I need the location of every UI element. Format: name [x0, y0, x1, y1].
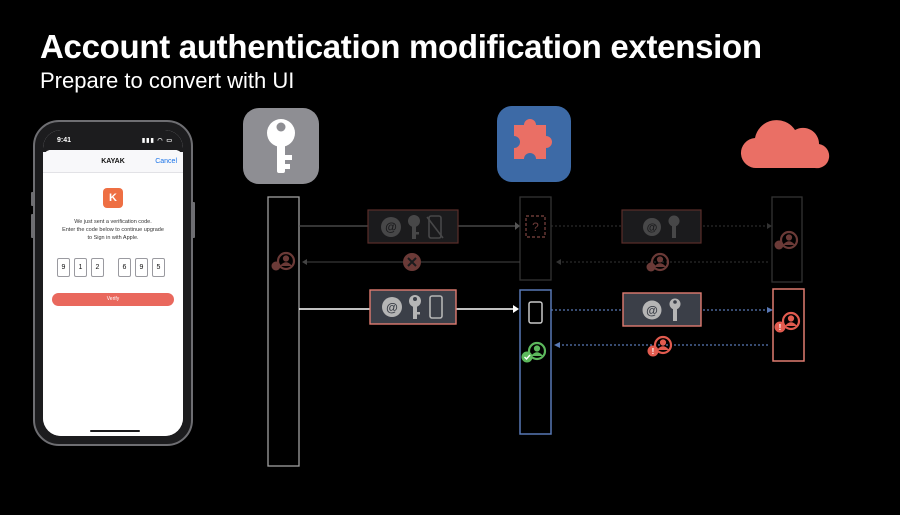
crossed-phone-icon: [426, 215, 444, 239]
code-digit-field[interactable]: 6: [118, 258, 131, 277]
lifeline-extension-bottom: [519, 289, 552, 435]
svg-text:@: @: [646, 304, 658, 318]
phone-side-button: [192, 202, 195, 238]
key-app-icon: [243, 108, 319, 184]
status-bar: 9:41 ▮▮▮ ◠ ▭: [43, 130, 183, 152]
svg-text:!: !: [652, 347, 655, 356]
extension-phone-icon: [528, 301, 543, 324]
verify-button[interactable]: Verify: [52, 293, 174, 306]
phone-screen: 9:41 ▮▮▮ ◠ ▭ KAYAK Cancel K We just sent…: [43, 130, 183, 436]
phone-icon: [429, 295, 443, 319]
svg-text:!: !: [779, 323, 782, 332]
message-line: We just sent a verification code.: [74, 219, 152, 225]
puzzle-piece-icon: [497, 106, 571, 182]
code-digit-field[interactable]: 1: [74, 258, 87, 277]
phone-side-button: [31, 214, 34, 238]
key-icon: [668, 215, 680, 238]
slide-subtitle: Prepare to convert with UI: [40, 68, 295, 93]
at-sign-icon: @: [643, 218, 661, 236]
message-line: Enter the code below to continue upgrade: [62, 227, 164, 233]
kayak-app-icon: K: [103, 188, 123, 208]
home-indicator: [90, 430, 140, 432]
signal-battery-icon: ▮▮▮ ◠ ▭: [141, 138, 173, 144]
cloud-icon: [740, 120, 830, 169]
svg-text:@: @: [386, 301, 398, 315]
slide-title: Account authentication modification exte…: [40, 28, 762, 65]
lifeline-extension-top: [519, 196, 552, 281]
key-icon: [408, 215, 420, 239]
active-forward-credentials-box: [622, 292, 702, 327]
failure-x-icon: [403, 253, 421, 271]
key-icon: [409, 295, 421, 319]
dim-credentials-box: [367, 209, 459, 244]
key-icon: [669, 298, 681, 321]
svg-text:?: ?: [532, 220, 539, 234]
cancel-button[interactable]: Cancel: [155, 158, 177, 165]
sheet-title: KAYAK: [101, 158, 125, 165]
lifeline-app: [267, 196, 300, 467]
svg-text:@: @: [385, 220, 397, 234]
phone-side-button: [31, 192, 34, 206]
lifeline-server-bottom: [772, 288, 805, 362]
code-digit-field[interactable]: 5: [152, 258, 165, 277]
verification-sheet: KAYAK Cancel K We just sent a verificati…: [43, 150, 183, 436]
status-time: 9:41: [57, 137, 72, 144]
lifeline-server-top: [771, 196, 803, 283]
iphone-mockup: 9:41 ▮▮▮ ◠ ▭ KAYAK Cancel K We just sent…: [31, 120, 195, 446]
sheet-navbar: KAYAK Cancel: [43, 150, 183, 173]
svg-text:@: @: [647, 222, 658, 234]
at-sign-icon: @: [382, 297, 402, 317]
code-digit-field[interactable]: 9: [135, 258, 148, 277]
at-sign-icon: @: [642, 300, 662, 320]
at-sign-icon: @: [381, 217, 401, 237]
code-digit-field[interactable]: 2: [91, 258, 104, 277]
dim-forward-credentials-box: [621, 209, 702, 244]
message-line: to Sign in with Apple.: [87, 235, 139, 241]
verification-message: We just sent a verification code. Enter …: [51, 218, 175, 242]
code-digit-field[interactable]: 9: [57, 258, 70, 277]
